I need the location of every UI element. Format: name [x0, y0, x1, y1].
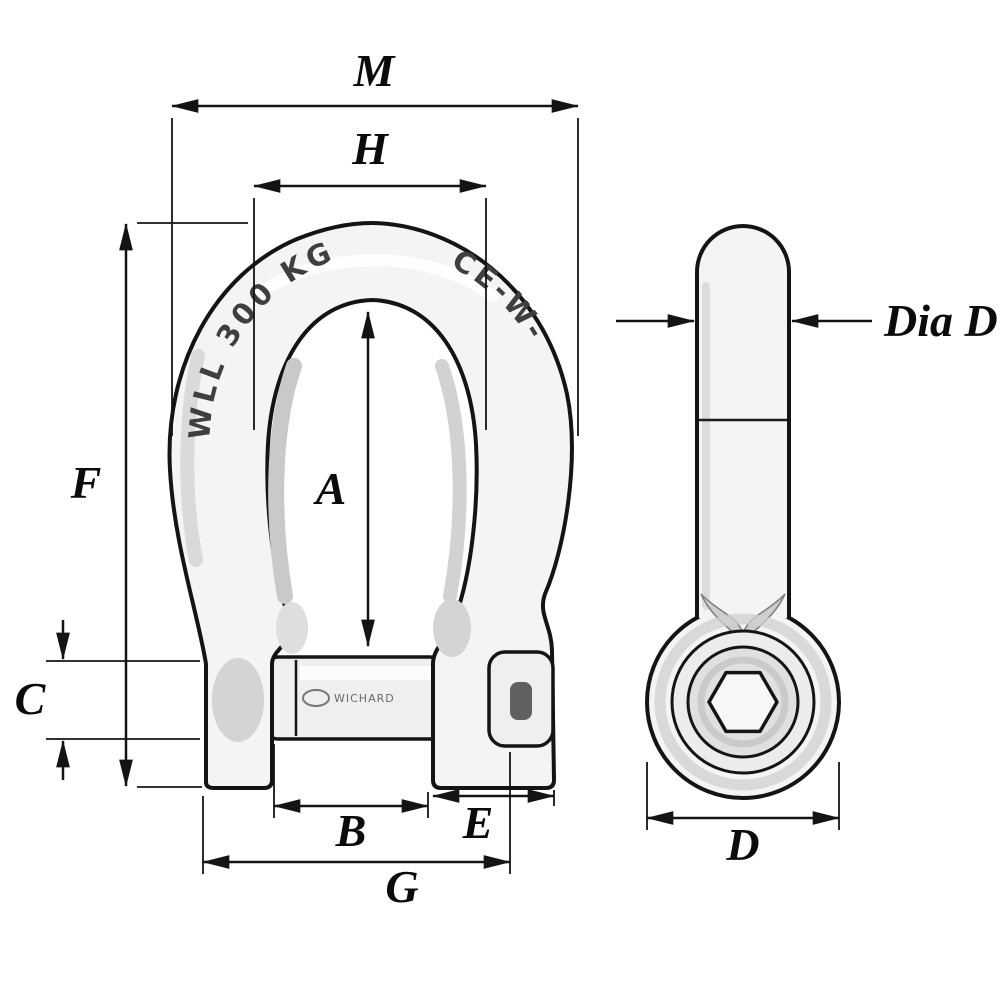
dim-label-d: D — [725, 819, 759, 870]
dimension-annotations-front: M H A F C B E G — [15, 45, 580, 912]
dim-label-a: A — [313, 463, 347, 514]
dim-label-b: B — [335, 805, 367, 856]
brand-engraving: WICHARD — [334, 692, 395, 705]
shackle-pin: WICHARD — [264, 655, 444, 741]
dim-label-c: C — [15, 673, 47, 724]
shade-right-heel — [433, 599, 471, 657]
dim-label-h: H — [351, 123, 389, 174]
shade-inner-right — [435, 359, 467, 603]
dim-label-f: F — [70, 457, 102, 508]
pin-head-socket-mark — [510, 682, 532, 720]
brand-logo-mark — [302, 689, 330, 707]
shade-left-leg — [212, 658, 264, 742]
hex-socket — [707, 670, 779, 734]
dim-label-m: M — [353, 45, 397, 96]
pin-head — [487, 650, 555, 748]
eye-ring-shading — [654, 613, 832, 791]
socket-recess-shading — [697, 656, 789, 748]
pin-highlight — [300, 666, 438, 680]
shade-outer-left — [180, 349, 205, 567]
dimension-annotations-side: Dia D D — [616, 295, 998, 870]
dim-label-dia-d: Dia D — [883, 295, 998, 346]
dim-label-g: G — [385, 861, 418, 912]
side-view-pin — [645, 224, 841, 800]
shade-top-highlight — [256, 254, 498, 302]
front-view-bow-shackle: WICHARD WLL 300 KG CE-W- — [167, 221, 574, 790]
pin-shaft — [695, 224, 791, 618]
shade-left-heel — [276, 602, 308, 654]
shade-inner-left — [268, 358, 302, 604]
dim-label-e: E — [462, 797, 494, 848]
metal-shading — [180, 254, 498, 742]
